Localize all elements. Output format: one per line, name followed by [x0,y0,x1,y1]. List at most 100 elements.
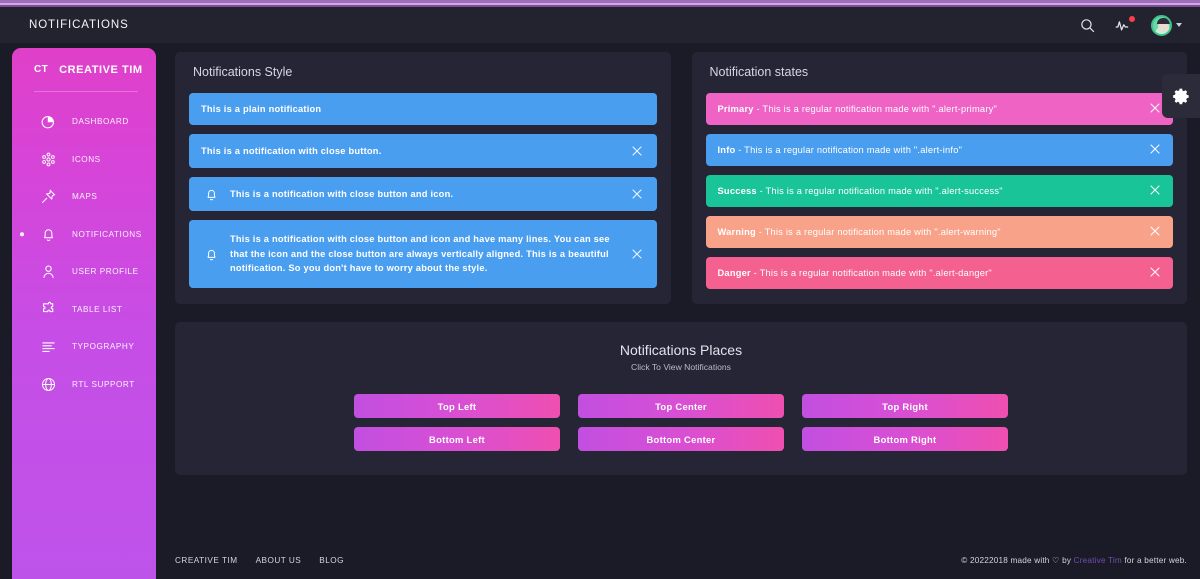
sidebar-item-dashboard[interactable]: DASHBOARD [12,103,156,141]
alert-text: This is a plain notification [201,104,322,114]
style-alert: This is a notification with close button… [189,220,657,288]
alert-text: This is a notification with close button… [201,146,382,157]
avatar-menu[interactable] [1151,14,1182,36]
place-button-bottom-right[interactable]: Bottom Right [802,427,1008,451]
avatar [1151,14,1172,36]
footer-link-creative-tim[interactable]: CREATIVE TIM [175,555,238,565]
footer-link-blog[interactable]: BLOG [319,555,345,565]
sidebar-item-user-profile[interactable]: USER PROFILE [12,253,156,291]
state-alert-text: Warning - This is a regular notification… [718,227,1150,237]
close-icon[interactable] [629,143,645,159]
footer-link-about-us[interactable]: ABOUT US [255,555,302,565]
sidebar-item-table-list[interactable]: TABLE LIST [12,291,156,329]
sidebar-item-label: DASHBOARD [72,117,129,127]
footer-copyright-prefix: © 20222018 made with [961,556,1053,565]
state-alert-text: Info - This is a regular notification ma… [718,145,1150,155]
alert-text: This is a notification with close button… [230,189,454,200]
place-button-top-right[interactable]: Top Right [802,394,1008,418]
sidebar-item-label: ICONS [72,154,101,164]
sidebar-nav-list: DASHBOARD ICONS MAPS NOTIFICATIONS USER PROF… [12,103,156,403]
state-alert: Info - This is a regular notification ma… [705,134,1173,166]
state-alert: Warning - This is a regular notification… [705,216,1173,248]
place-button-top-center[interactable]: Top Center [578,394,784,418]
sidebar-item-icons[interactable]: ICONS [12,141,156,179]
sidebar-item-label: RTL SUPPORT [72,379,135,389]
state-alert-text: Danger - This is a regular notification … [718,268,1150,278]
brand-name: CREATIVE TIM [59,63,143,76]
footer-brand-link[interactable]: Creative Tim [1073,556,1122,565]
page-title: NOTIFICATIONS [29,19,129,31]
bell-icon [40,226,57,243]
activity-pulse-icon[interactable] [1114,15,1135,35]
notifications-style-card: Notifications Style This is a plain noti… [175,52,671,304]
sidebar-item-label: TABLE LIST [72,304,123,314]
notifications-places-card: Notifications Places Click To View Notif… [175,322,1187,475]
close-icon[interactable] [1149,102,1161,116]
notifications-places-wrap: Notifications Places Click To View Notif… [168,304,1200,475]
notifications-places-title: Notifications Places [619,342,743,358]
puzzle-icon [40,301,57,318]
state-alert-body: - This is a regular notification made wi… [750,268,992,278]
sidebar-divider [34,91,138,92]
notification-states-alert-list: Primary - This is a regular notification… [705,93,1173,289]
panels-row: Notifications Style This is a plain noti… [168,43,1200,304]
notifications-style-title: Notifications Style [193,65,293,79]
close-icon[interactable] [629,246,645,262]
alert-bell-icon [201,247,221,262]
state-alert-body: - This is a regular notification made wi… [755,227,1001,237]
notification-states-card: Notification states Primary - This is a … [691,52,1187,304]
place-button-bottom-center[interactable]: Bottom Center [578,427,784,451]
sidebar-item-maps[interactable]: MAPS [12,178,156,216]
top-navbar: NOTIFICATIONS [0,7,1200,43]
state-alert-text: Primary - This is a regular notification… [718,104,1150,114]
state-alert-body: - This is a regular notification made wi… [756,186,1003,196]
alert-text: This is a notification with close button… [230,234,610,274]
place-button-bottom-left[interactable]: Bottom Left [354,427,560,451]
search-icon[interactable] [1077,15,1097,35]
sidebar-item-notifications[interactable]: NOTIFICATIONS [12,216,156,254]
state-alert-text: Success - This is a regular notification… [718,186,1150,196]
footer-copyright: © 20222018 made with ♡ by Creative Tim f… [961,555,1187,565]
globe-icon [40,376,57,393]
state-alert-label: Info [717,145,736,155]
state-alert: Primary - This is a regular notification… [705,93,1173,125]
alert-bell-icon [201,187,221,202]
heart-icon: ♡ [1052,556,1060,565]
sidebar-item-label: MAPS [72,192,98,202]
atom-icon [40,151,57,168]
browser-top-strip [0,0,1200,3]
state-alert-label: Warning [717,227,756,237]
close-icon[interactable] [1149,143,1161,157]
sidebar-item-typography[interactable]: TYPOGRAPHY [12,328,156,366]
text-lines-icon [40,338,57,355]
state-alert-body: - This is a regular notification made wi… [735,145,963,155]
state-alert: Success - This is a regular notification… [705,175,1173,207]
state-alert: Danger - This is a regular notification … [705,257,1173,289]
close-icon[interactable] [1149,184,1161,198]
state-alert-label: Danger [717,268,751,278]
active-indicator [20,232,24,236]
notifications-places-subtitle: Click To View Notifications [631,362,731,372]
close-icon[interactable] [1149,225,1161,239]
close-icon[interactable] [1149,266,1161,280]
close-icon[interactable] [629,186,645,202]
style-alert: This is a notification with close button… [189,177,657,212]
style-alert: This is a plain notification [189,93,657,126]
notification-badge [1129,16,1135,22]
footer-copyright-suffix: for a better web. [1121,556,1187,565]
user-icon [40,263,57,280]
sidebar-item-rtl-support[interactable]: RTL SUPPORT [12,366,156,404]
sidebar: CT CREATIVE TIM DASHBOARD ICONS MAPS NOTIFI… [12,48,156,579]
navbar-actions [1077,7,1182,43]
sidebar-brand[interactable]: CT CREATIVE TIM [12,48,156,91]
sidebar-item-label: TYPOGRAPHY [72,342,135,352]
footer-links: CREATIVE TIM ABOUT US BLOG [175,556,344,565]
main-content: Notifications Style This is a plain noti… [168,43,1200,579]
pie-chart-icon [40,113,57,130]
footer-copyright-by: by [1059,556,1074,565]
gear-icon[interactable] [1162,74,1200,118]
sidebar-item-label: USER PROFILE [72,267,139,277]
place-button-top-left[interactable]: Top Left [354,394,560,418]
